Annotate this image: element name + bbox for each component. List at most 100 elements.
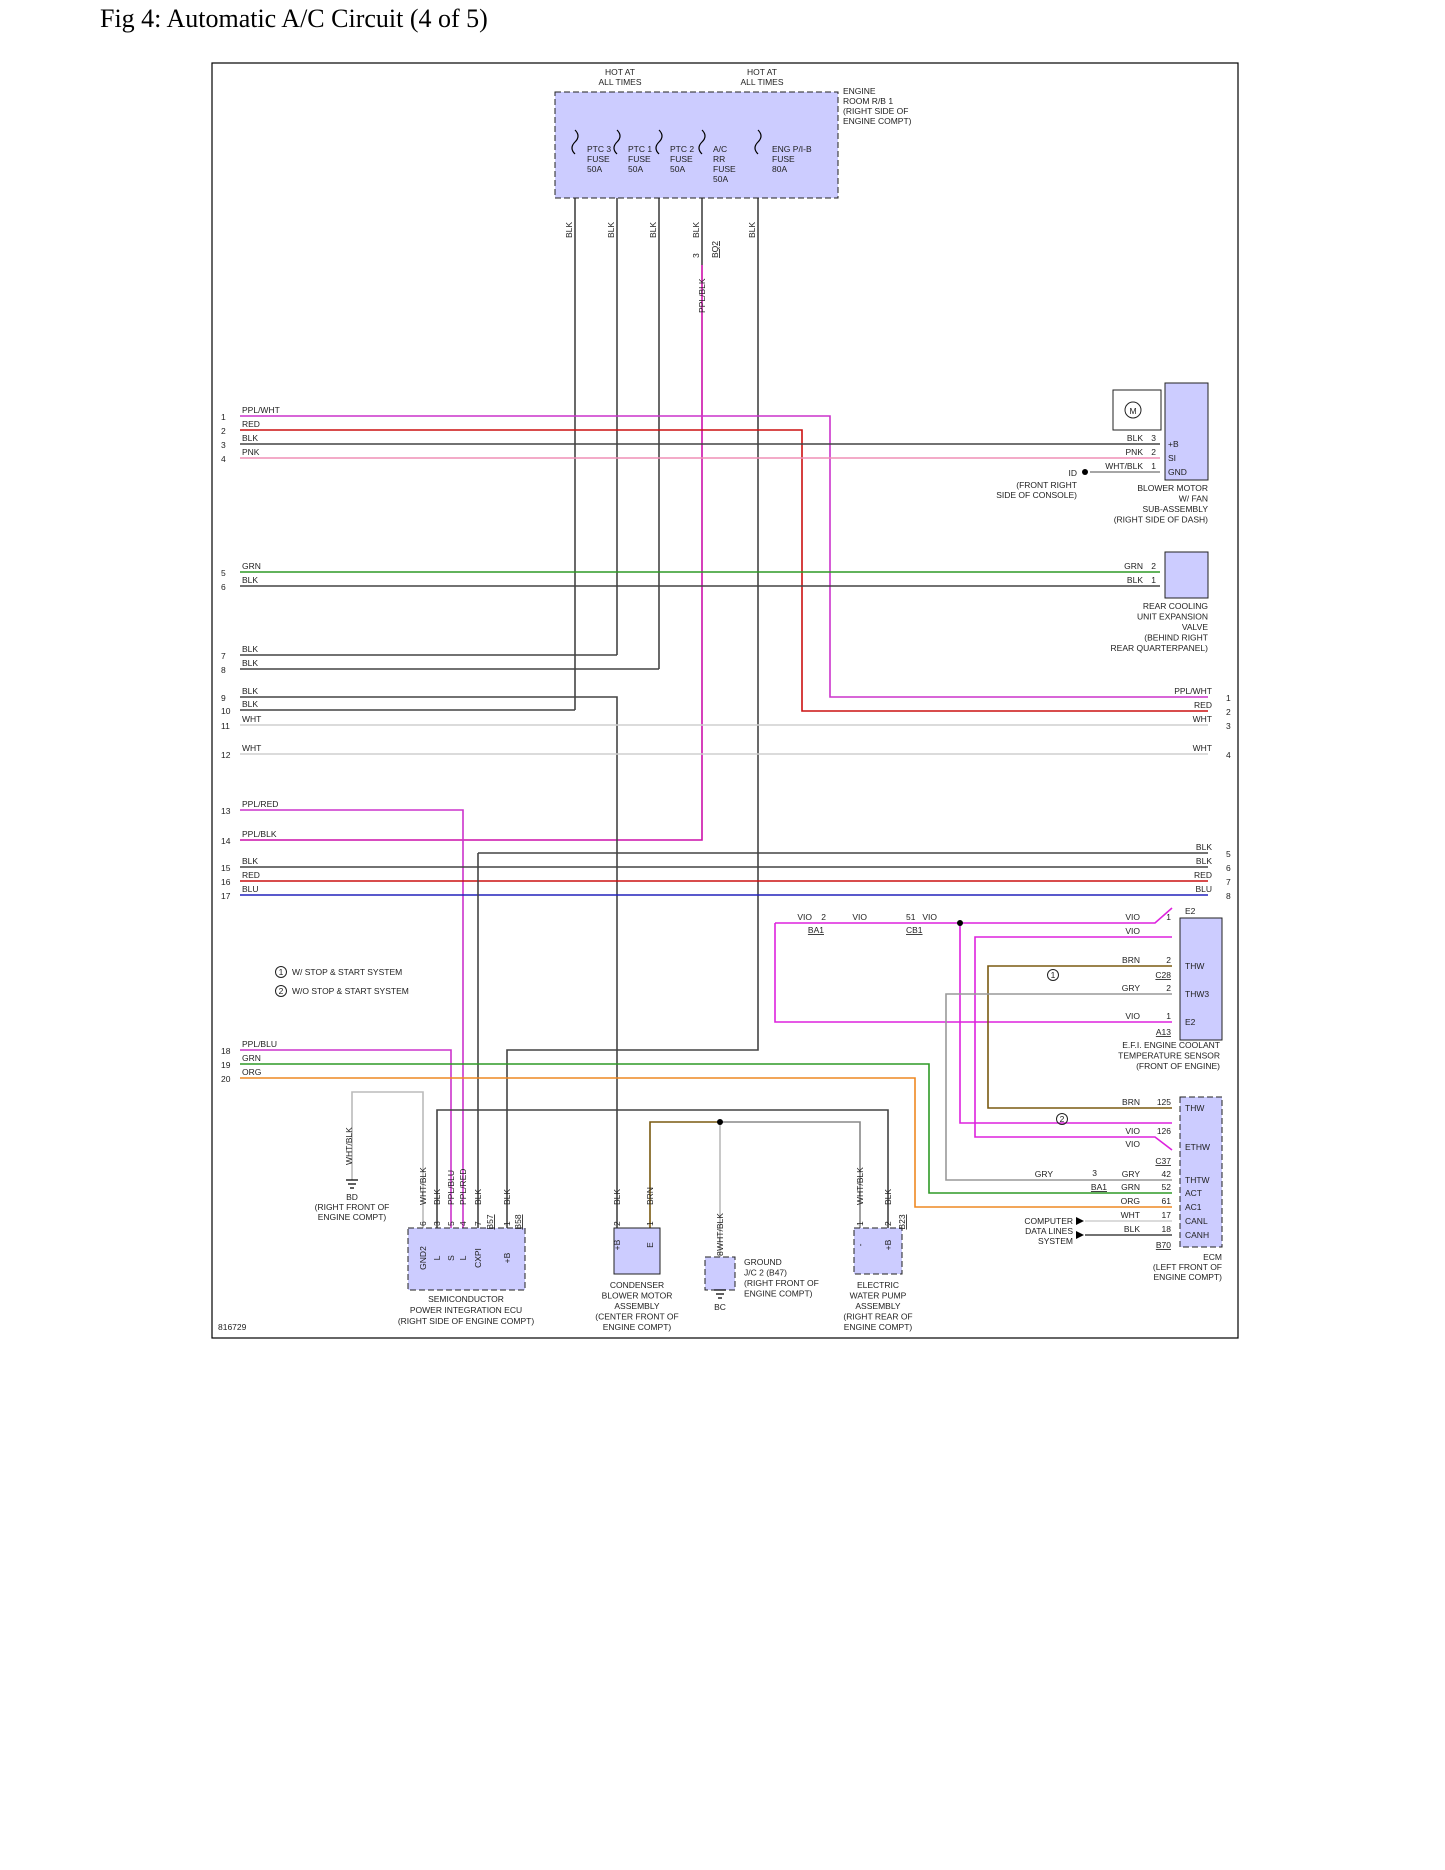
pin-number: 51 [906, 912, 916, 922]
wire-color-label: BRN [1122, 1097, 1140, 1107]
pin-name: S [446, 1255, 456, 1261]
legend-text: W/O STOP & START SYSTEM [292, 986, 409, 996]
pin-number: 1 [645, 1221, 655, 1226]
wire-number: 1 [221, 412, 226, 422]
fuse-label: FUSE [628, 154, 651, 164]
wire-color-label: BLK [606, 222, 616, 238]
wire-color-label: BLK [1127, 575, 1143, 585]
wire-color-label: WHT [1193, 714, 1212, 724]
fuse-label: PTC 3 [587, 144, 611, 154]
wire-grn-act [240, 1063, 1172, 1194]
wire-color-label: BLK [1196, 842, 1212, 852]
pin-number: 61 [1162, 1196, 1172, 1206]
wire-color-label: PNK [242, 447, 260, 457]
wire-org-ac1 [240, 1077, 1172, 1208]
legend-mark-text: 2 [279, 986, 284, 996]
wire-color-label: PPL/RED [458, 1169, 468, 1205]
wire-color-label: GRN [242, 561, 261, 571]
wire-color-label: VIO [1125, 1011, 1140, 1021]
wire-gry [945, 993, 1172, 1181]
pin-name: L [432, 1255, 442, 1260]
fuse-label: PTC 1 [628, 144, 652, 154]
fuse-label: FUSE [713, 164, 736, 174]
pin-number: 2 [1166, 955, 1171, 965]
wire-brn-thw [987, 965, 1172, 1109]
wire-color-label: VIO [922, 912, 937, 922]
condenser-box [613, 1227, 661, 1275]
wire-color-label: BLK [612, 1189, 622, 1205]
fuse-icon [571, 129, 579, 155]
wire-vio-e2 [775, 907, 1173, 924]
data-lines-label: SYSTEM [1038, 1236, 1073, 1246]
ecm-box [1179, 1096, 1223, 1248]
wire-vio-ethw2 [959, 923, 1172, 1124]
wire-color-label: BLU [242, 884, 259, 894]
coolant-sensor-name: (FRONT OF ENGINE) [1136, 1061, 1220, 1071]
option-mark-text: 2 [1060, 1114, 1065, 1124]
wire-number: 9 [221, 693, 226, 703]
wire-wht-pump [720, 1121, 861, 1235]
connector-id: B58 [513, 1214, 523, 1229]
pin-name: E [645, 1242, 655, 1248]
wire-color-label: GRN [242, 1053, 261, 1063]
wire-color-label: BLK [432, 1189, 442, 1205]
pin-name: E2 [1185, 906, 1196, 916]
wire-color-label: BLK [242, 686, 258, 696]
pin-number: 52 [1162, 1182, 1172, 1192]
pin-name: L [458, 1255, 468, 1260]
spi-ecu-name: POWER INTEGRATION ECU [410, 1305, 522, 1315]
data-line-arrows [1076, 1217, 1084, 1239]
pin-number: 2 [1166, 983, 1171, 993]
wire-number: 7 [221, 651, 226, 661]
water-pump-name: ENGINE COMPT) [844, 1322, 913, 1332]
wire-color-label: PPL/WHT [1174, 686, 1212, 696]
pin-number: 1 [1151, 575, 1156, 585]
pin-name: GND [1168, 467, 1187, 477]
wire-number: 19 [221, 1060, 231, 1070]
wire-number: 1 [1226, 693, 1231, 703]
wire-color-label: WHT [1121, 1210, 1140, 1220]
motor-symbol: M [1129, 406, 1136, 416]
pin-name: +B [502, 1252, 512, 1263]
wire-color-label: GRY [1122, 983, 1141, 993]
connector-id: BA1 [1091, 1182, 1107, 1192]
wire-color-label: BLK [883, 1189, 893, 1205]
connector-id: B70 [1156, 1240, 1171, 1250]
wire-number: 4 [1226, 750, 1231, 760]
wire-color-label: BLK [242, 575, 258, 585]
pin-number: 1 [1166, 1011, 1171, 1021]
pin-number: 2 [612, 1221, 622, 1226]
diagram-frame [211, 62, 1239, 1339]
water-pump-name: (RIGHT REAR OF [843, 1312, 912, 1322]
ground-label: BC [714, 1302, 726, 1312]
option-mark-text: 1 [1051, 970, 1056, 980]
pin-name: GND2 [418, 1246, 428, 1270]
connector-id: B23 [897, 1214, 907, 1229]
pin-name: E2 [1185, 1017, 1196, 1027]
wire-number: 2 [1226, 707, 1231, 717]
wire-color-label: GRN [1121, 1182, 1140, 1192]
ground-icon [346, 1179, 358, 1189]
wire-color-label: WHT [242, 743, 261, 753]
pin-number: 5 [446, 1221, 456, 1226]
wire-color-label: BRN [1122, 955, 1140, 965]
blower-name: W/ FAN [1179, 494, 1208, 504]
ground-dot [1082, 469, 1088, 475]
wire-number: 11 [221, 721, 230, 731]
option-mark [1047, 969, 1059, 981]
pin-name: - [855, 1243, 865, 1246]
bottom-splice-dot [717, 1119, 723, 1125]
wire-number: 8 [1226, 891, 1231, 901]
condenser-name: CONDENSER [610, 1280, 664, 1290]
wire-row9 [240, 696, 618, 1235]
pin-name: +B [883, 1239, 893, 1250]
wire-color-label: RED [1194, 700, 1212, 710]
vio-splice-dot [957, 920, 963, 926]
fuse-label: 50A [670, 164, 685, 174]
pin-number: 1 [855, 1221, 865, 1226]
wire-color-label: WHT/BLK [344, 1127, 354, 1165]
coolant-sensor-box [1179, 917, 1223, 1041]
pin-name: THTW [1185, 1175, 1210, 1185]
wire-top-bus [436, 1109, 889, 1235]
